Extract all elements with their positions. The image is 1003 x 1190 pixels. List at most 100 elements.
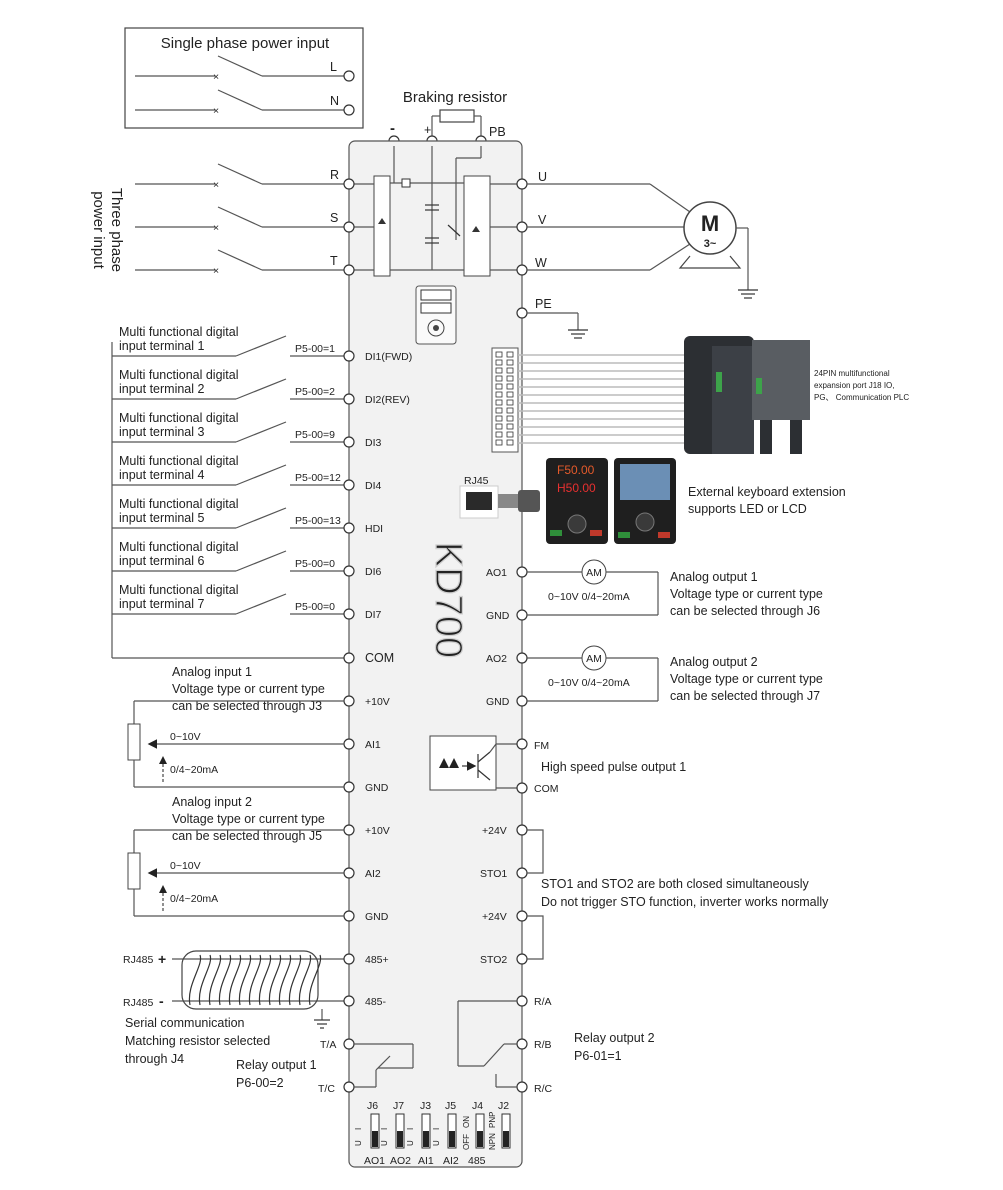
ao1-range: 0~10V 0/4~20mA bbox=[548, 591, 630, 603]
ao1-meter: AM bbox=[586, 567, 602, 579]
ai1-line2: Voltage type or current type bbox=[172, 682, 325, 696]
sto-line1: STO1 and STO2 are both closed simultaneo… bbox=[541, 877, 809, 891]
u-label: U bbox=[538, 170, 547, 184]
jumper-switch-j6[interactable]: I U bbox=[354, 1113, 380, 1149]
j3-u: U bbox=[406, 1140, 415, 1146]
rj45-label: RJ45 bbox=[464, 475, 489, 487]
jumper-ai1: AI1 bbox=[418, 1155, 434, 1167]
ai2-line2: Voltage type or current type bbox=[172, 812, 325, 826]
led-line1: F50.00 bbox=[557, 463, 595, 477]
di-label-line2: input terminal 1 bbox=[119, 339, 205, 353]
di-label-line1: Multi functional digital bbox=[119, 368, 239, 382]
ao1-gnd: GND bbox=[486, 610, 510, 622]
ai2-line3: can be selected through J5 bbox=[172, 829, 322, 843]
j6-i: I bbox=[354, 1128, 363, 1130]
sto-sto1: STO1 bbox=[480, 868, 507, 880]
motor-sub-label: 3~ bbox=[704, 238, 717, 250]
rs485-neg-label: RJ485 bbox=[123, 997, 154, 1009]
di-label-line2: input terminal 5 bbox=[119, 511, 205, 525]
di-label-line1: Multi functional digital bbox=[119, 540, 239, 554]
relay-output-1: T/A T/C Relay output 1 P6-00=2 bbox=[236, 1038, 414, 1095]
jumper-switch-j4[interactable]: OFF ON bbox=[462, 1113, 485, 1150]
jumper-switch-j2[interactable]: NPN PNP bbox=[488, 1112, 511, 1150]
ao2-gnd: GND bbox=[486, 696, 510, 708]
sto-line2: Do not trigger STO function, inverter wo… bbox=[541, 895, 829, 909]
jumper-panel: J6 J7 J3 J5 J4 J2 I U I U I U I U bbox=[354, 1100, 511, 1167]
motor-label: M bbox=[701, 211, 719, 236]
ai1-gnd: GND bbox=[365, 782, 389, 794]
pb-label: PB bbox=[489, 125, 506, 139]
di-label-line2: input terminal 4 bbox=[119, 468, 205, 482]
di-terminal: DI7 bbox=[365, 609, 382, 621]
svg-text:×: × bbox=[213, 179, 219, 191]
j2-npn: NPN bbox=[488, 1133, 497, 1150]
jumper-j6: J6 bbox=[367, 1100, 378, 1112]
di-terminal: HDI bbox=[365, 523, 383, 535]
ao1-line1: Analog output 1 bbox=[670, 570, 758, 584]
keyboard-line1: External keyboard extension bbox=[688, 485, 846, 499]
sto-sto2: STO2 bbox=[480, 954, 507, 966]
analog-input-1: Analog input 1 Voltage type or current t… bbox=[127, 665, 390, 794]
jumper-switch-j3[interactable]: I U bbox=[406, 1113, 431, 1149]
three-phase-input: Three phase power input × × × R S T bbox=[90, 163, 374, 277]
svg-text:-: - bbox=[159, 993, 164, 1009]
three-phase-line2: power input bbox=[90, 191, 107, 269]
di-param: P5-00=0 bbox=[295, 558, 335, 570]
motor-output: U V W PE M 3~ bbox=[490, 170, 758, 339]
pulse-output: FM COM High speed pulse output 1 bbox=[429, 735, 686, 795]
j4-off: OFF bbox=[462, 1134, 471, 1150]
ai1-plus10: +10V bbox=[365, 696, 390, 708]
j7-u: U bbox=[380, 1140, 389, 1146]
jumper-j4: J4 bbox=[472, 1100, 483, 1112]
di-terminal: DI1(FWD) bbox=[365, 351, 412, 363]
relay1-tc: T/C bbox=[318, 1083, 335, 1095]
ao1-line3: can be selected through J6 bbox=[670, 604, 820, 618]
power-circuit bbox=[373, 146, 491, 277]
model-watermark: KD700 bbox=[427, 542, 469, 658]
single-phase-title: Single phase power input bbox=[161, 35, 330, 52]
jumper-j3: J3 bbox=[420, 1100, 431, 1112]
fm-com: COM bbox=[534, 783, 559, 795]
j5-u: U bbox=[432, 1140, 441, 1146]
j7-i: I bbox=[380, 1128, 389, 1130]
ai2-plus10: +10V bbox=[365, 825, 390, 837]
ao1-terminal: AO1 bbox=[486, 567, 507, 579]
expansion-line3: PG、 Communication PLC bbox=[814, 393, 909, 402]
com-label: COM bbox=[365, 651, 394, 665]
l-label: L bbox=[330, 60, 337, 74]
ai2-terminal: AI2 bbox=[365, 868, 381, 880]
relay2-line2: P6-01=1 bbox=[574, 1049, 622, 1063]
svg-text:×: × bbox=[213, 265, 219, 277]
single-phase-input: Single phase power input × × L N bbox=[124, 27, 364, 129]
n-label: N bbox=[330, 94, 339, 108]
t-label: T bbox=[330, 254, 338, 268]
jumper-switch-j7[interactable]: I U bbox=[380, 1113, 405, 1149]
ao2-line3: can be selected through J7 bbox=[670, 689, 820, 703]
relay2-line1: Relay output 2 bbox=[574, 1031, 655, 1045]
analog-output-1: AO1 GND AM 0~10V 0/4~20mA Analog output … bbox=[486, 559, 823, 622]
jumper-j2: J2 bbox=[498, 1100, 509, 1112]
ai2-ma: 0/4~20mA bbox=[170, 893, 218, 905]
analog-output-2: AO2 GND AM 0~10V 0/4~20mA Analog output … bbox=[486, 645, 823, 708]
expansion-line1: 24PIN multifunctional bbox=[814, 369, 890, 378]
j6-u: U bbox=[354, 1140, 363, 1146]
ao2-line2: Voltage type or current type bbox=[670, 672, 823, 686]
relay1-line1: Relay output 1 bbox=[236, 1058, 317, 1072]
ai1-ma: 0/4~20mA bbox=[170, 764, 218, 776]
jumper-switch-j5[interactable]: I U bbox=[432, 1113, 457, 1149]
jumper-ai2: AI2 bbox=[443, 1155, 459, 1167]
inverter-body: KD700 bbox=[348, 140, 523, 1168]
ao1-line2: Voltage type or current type bbox=[670, 587, 823, 601]
relay2-ra: R/A bbox=[534, 996, 552, 1008]
di-label-line2: input terminal 7 bbox=[119, 597, 205, 611]
rs485: RJ485 + RJ485 - 485+ 485- Serial communi… bbox=[123, 950, 389, 1066]
di-terminal: DI4 bbox=[365, 480, 382, 492]
di-param: P5-00=9 bbox=[295, 429, 335, 441]
pe-label: PE bbox=[535, 297, 552, 311]
di-label-line1: Multi functional digital bbox=[119, 583, 239, 597]
